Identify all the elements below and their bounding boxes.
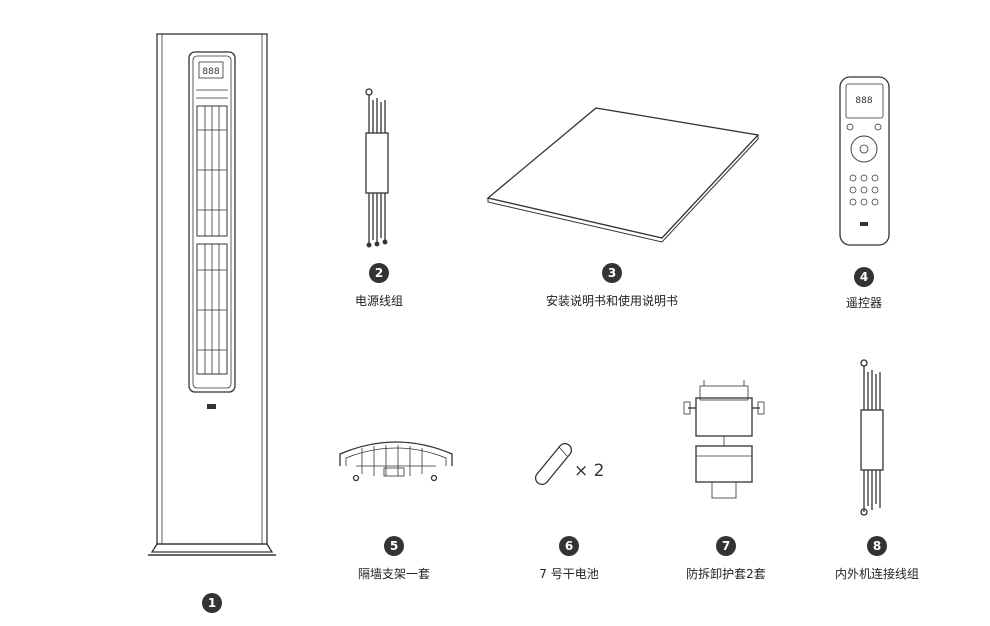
badge-1: 1 bbox=[202, 593, 222, 613]
badge-8-number: 8 bbox=[873, 539, 881, 553]
label-remote-control: 遥控器 bbox=[845, 296, 882, 310]
badge-2-number: 2 bbox=[375, 266, 383, 280]
badge-6: 6 bbox=[559, 536, 579, 556]
label-anti-removal-sleeve: 防拆卸护套2套 bbox=[686, 567, 766, 581]
tower-air-conditioner-illustration: 888 bbox=[148, 33, 276, 556]
badge-6-number: 6 bbox=[565, 539, 573, 553]
badge-4: 4 bbox=[854, 267, 874, 287]
battery-quantity: × 2 bbox=[574, 461, 604, 481]
battery-illustration bbox=[534, 442, 573, 486]
badge-5-number: 5 bbox=[390, 539, 398, 553]
anti-removal-sleeve-illustration bbox=[683, 380, 765, 499]
manual-booklet-illustration bbox=[486, 107, 760, 243]
remote-control-illustration: 888 bbox=[839, 76, 890, 246]
label-manuals: 安装说明书和使用说明书 bbox=[545, 294, 678, 308]
label-wall-bracket: 隔墙支架一套 bbox=[357, 567, 430, 581]
label-batteries: 7 号干电池 bbox=[539, 567, 599, 581]
badge-7-number: 7 bbox=[722, 539, 730, 553]
badge-4-number: 4 bbox=[860, 270, 868, 284]
svg-text:888: 888 bbox=[202, 67, 219, 77]
badge-3-number: 3 bbox=[608, 266, 616, 280]
badge-1-number: 1 bbox=[208, 596, 216, 610]
badge-7: 7 bbox=[716, 536, 736, 556]
badge-3: 3 bbox=[602, 263, 622, 283]
label-power-cord: 电源线组 bbox=[354, 294, 403, 308]
power-cord-illustration bbox=[365, 88, 389, 248]
connecting-cable-illustration bbox=[860, 359, 884, 516]
wall-bracket-illustration bbox=[339, 441, 453, 482]
svg-text:888: 888 bbox=[855, 96, 872, 106]
badge-2: 2 bbox=[369, 263, 389, 283]
badge-5: 5 bbox=[384, 536, 404, 556]
badge-8: 8 bbox=[867, 536, 887, 556]
label-connecting-cable: 内外机连接线组 bbox=[834, 567, 919, 581]
